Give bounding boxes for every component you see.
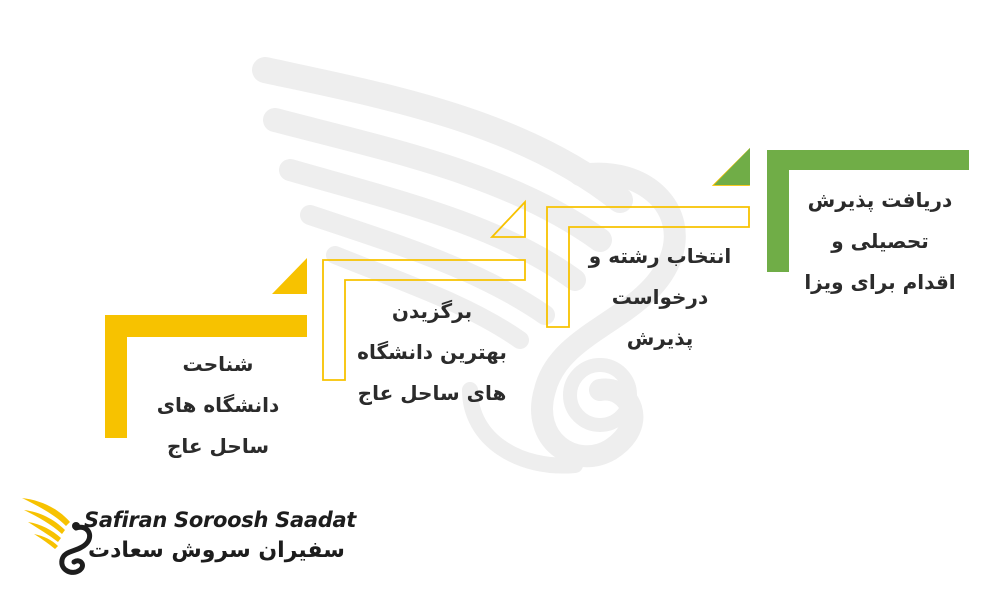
step-3-line-3: پذیرش [626, 326, 694, 350]
step-1-line-2: دانشگاه های [156, 393, 280, 417]
brand-name-farsi: سفیران سروش سعادت [88, 538, 345, 563]
step-4-receive-admission-visa: دریافت پذیرش تحصیلی و اقدام برای ویزا [714, 148, 977, 368]
step-3-line-2: درخواست [611, 285, 709, 309]
step-1-identify-universities: شناحت دانشگاه های ساحل عاج [100, 258, 320, 478]
step-2-line-2: بهترین دانشگاه [357, 340, 507, 364]
step-1-line-1: شناحت [182, 352, 254, 376]
step-4-line-1: دریافت پذیرش [807, 188, 953, 212]
step-3-label: انتخاب رشته و درخواست پذیرش [570, 236, 750, 359]
step-2-line-3: های ساحل عاج [357, 381, 507, 405]
step-4-label: دریافت پذیرش تحصیلی و اقدام برای ویزا [790, 180, 970, 303]
step-2-label: برگزیدن بهترین دانشگاه های ساحل عاج [342, 291, 522, 414]
step-2-bracket-icon [322, 199, 526, 381]
winged-s-logo-icon [22, 498, 93, 575]
step-2-select-best-universities: برگزیدن بهترین دانشگاه های ساحل عاج [318, 195, 538, 415]
step-1-line-3: ساحل عاج [167, 434, 269, 458]
step-1-label: شناحت دانشگاه های ساحل عاج [138, 344, 298, 467]
step-1-bracket-icon [105, 258, 307, 438]
step-2-line-1: برگزیدن [391, 299, 473, 323]
step-3-line-1: انتخاب رشته و [588, 244, 732, 268]
step-4-line-3: اقدام برای ویزا [804, 270, 956, 294]
step-4-line-2: تحصیلی و [831, 229, 929, 253]
step-4-bracket-icon [714, 148, 969, 272]
step-3-choose-major-apply: انتخاب رشته و درخواست پذیرش [542, 145, 762, 365]
brand-name-latin: Safiran Soroosh Saadat [84, 508, 357, 532]
brand-logo: Safiran Soroosh Saadat سفیران سروش سعادت [18, 492, 356, 582]
